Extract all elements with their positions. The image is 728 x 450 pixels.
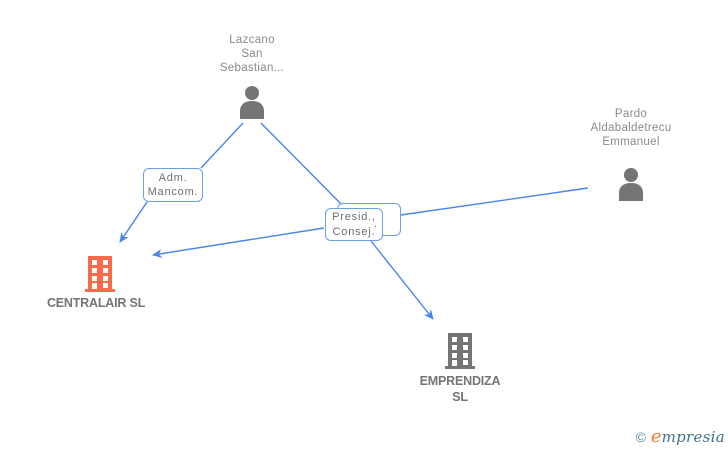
relation-label-line: Adm. bbox=[158, 171, 188, 184]
brand-rest: mpresia bbox=[661, 428, 725, 446]
person-label-line: Emmanuel bbox=[602, 136, 660, 148]
relation-label-overflow-dot: . bbox=[374, 218, 378, 230]
relation-box-presid-consej[interactable]: Presid., Consej. bbox=[325, 208, 383, 241]
building-icon[interactable] bbox=[83, 256, 117, 297]
relation-label-line: Mancom. bbox=[147, 186, 199, 198]
edge-box-to-centralair-arrow bbox=[152, 227, 325, 259]
edge-lazcano-to-presid-box bbox=[260, 122, 345, 208]
company-label-emprendiza[interactable]: EMPRENDIZA SL bbox=[380, 373, 540, 405]
person-label-lazcano[interactable]: Lazcano San Sebastian... bbox=[182, 33, 322, 75]
person-label-line: Lazcano bbox=[229, 34, 275, 46]
relation-box-adm-mancom[interactable]: Adm. Mancom. bbox=[143, 168, 203, 202]
edge-lazcano-to-adm-box bbox=[200, 122, 244, 169]
company-label-line: EMPRENDIZA bbox=[419, 374, 501, 388]
copyright-icon: © bbox=[635, 429, 646, 445]
person-label-line: Sebastian... bbox=[219, 62, 285, 74]
relation-label-line: Presid., bbox=[332, 211, 376, 223]
relation-label-line: Consej. bbox=[332, 225, 376, 238]
person-label-line: San bbox=[241, 48, 263, 60]
brand-initial: e bbox=[650, 426, 662, 447]
company-label-centralair[interactable]: CENTRALAIR SL bbox=[16, 295, 176, 311]
edge-presid-box-to-emprendiza-arrow bbox=[370, 240, 434, 320]
edge-adm-box-to-centralair-arrow bbox=[119, 201, 148, 243]
person-label-pardo[interactable]: Pardo Aldabaldetrecu Emmanuel bbox=[561, 107, 701, 149]
person-icon[interactable] bbox=[237, 85, 267, 124]
person-label-line: Pardo bbox=[614, 108, 648, 120]
edge-pardo-to-back-box bbox=[400, 187, 589, 216]
company-label-line: CENTRALAIR SL bbox=[46, 296, 146, 310]
person-label-line: Aldabaldetrecu bbox=[590, 122, 672, 134]
building-icon[interactable] bbox=[443, 333, 477, 374]
company-label-line: SL bbox=[452, 390, 468, 404]
person-icon[interactable] bbox=[616, 167, 646, 206]
brand-wordmark: empresia bbox=[651, 426, 725, 447]
empresia-logo[interactable]: © empresia bbox=[636, 426, 725, 447]
